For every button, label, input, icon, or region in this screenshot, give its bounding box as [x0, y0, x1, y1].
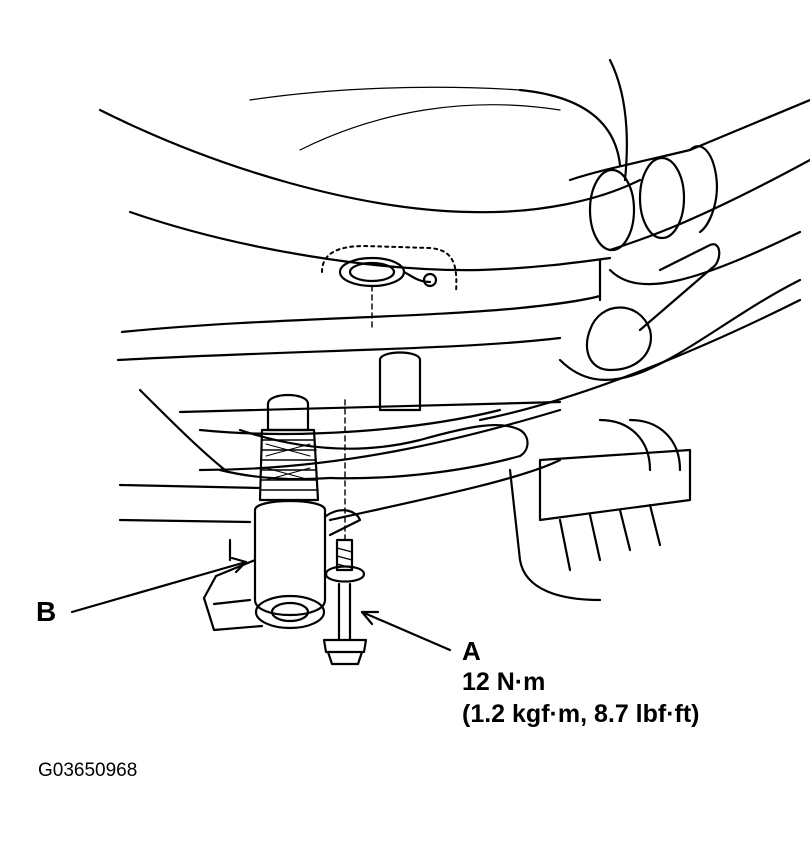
- torque-spec-metric: 12 N·m: [462, 668, 546, 696]
- flange-bolt: [322, 538, 368, 666]
- callout-b-label: B: [36, 596, 57, 627]
- solenoid-valve: [202, 393, 362, 632]
- callout-a-label: A: [462, 636, 481, 666]
- torque-spec-conversions: (1.2 kgf·m, 8.7 lbf·ft): [462, 700, 700, 728]
- coolant-pipe: [478, 98, 810, 422]
- figure-id: G03650968: [38, 760, 138, 781]
- engine-cover: [98, 58, 802, 472]
- lower-bracket: [118, 351, 692, 602]
- leader-lines: [70, 285, 452, 652]
